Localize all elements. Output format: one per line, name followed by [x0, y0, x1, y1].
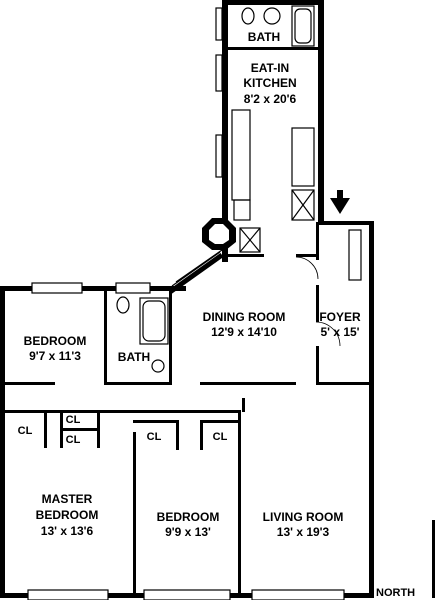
- kitchen-door-post: [316, 222, 319, 260]
- dishwasher: [239, 227, 261, 253]
- foyer-dims: 5' x 15': [320, 325, 359, 339]
- living-closet-top: [200, 420, 241, 423]
- labels: BATH EAT-IN KITCHEN 8'2 x 20'6 BEDROOM 9…: [18, 30, 415, 599]
- kitchen-label: EAT-IN: [251, 61, 289, 75]
- left-bath-fixtures: [116, 296, 169, 373]
- bedroom-living-wall: [238, 412, 241, 595]
- closet-living-label: CL: [213, 431, 228, 443]
- bedroom-closet-top: [133, 420, 179, 423]
- bath-east-wall: [169, 286, 172, 385]
- dining-south-wall-right: [316, 382, 369, 385]
- master-mid-wall: [133, 432, 136, 595]
- foyer-window: [348, 229, 362, 281]
- living-dims: 13' x 19'3: [277, 525, 330, 539]
- foyer-west-wall-top: [316, 285, 319, 322]
- closet-left-east: [44, 410, 47, 448]
- corridor-south-wall: [5, 410, 241, 413]
- left-bath-toilet: [116, 296, 130, 314]
- kitchen-dims: 8'2 x 20'6: [244, 92, 297, 106]
- east-outer-wall: [369, 222, 374, 598]
- left-bath-tub: [139, 297, 169, 345]
- windows: [27, 229, 362, 600]
- bedroom-south-wall: [5, 382, 55, 385]
- bedroom-left-label: BEDROOM: [24, 334, 87, 348]
- master-dims: 13' x 13'6: [41, 524, 94, 538]
- top-bath-toilet: [241, 7, 255, 25]
- kitchen-door-jamb: [296, 254, 318, 257]
- kitchen-sink: [233, 199, 251, 221]
- master-label: MASTER: [42, 492, 93, 506]
- kitchen-bottom-wall: [222, 254, 264, 257]
- closet-left-label: CL: [18, 425, 33, 437]
- closet-bedroom-label: CL: [147, 431, 162, 443]
- kitchen-left-wall: [222, 0, 228, 262]
- bedroom-mid-dims: 9'9 x 13': [165, 525, 211, 539]
- closet-mid-divider: [60, 428, 100, 431]
- bedroom-mid-label: BEDROOM: [157, 510, 220, 524]
- living-closet-west: [200, 420, 203, 450]
- left-wing-top-wall: [0, 286, 186, 291]
- foyer-top-wall: [318, 221, 374, 225]
- dining-south-wall-left: [200, 382, 296, 385]
- closet-mid-bottom-label: CL: [66, 434, 81, 446]
- north-arrow-icon: [432, 520, 435, 598]
- kitchen-stove: [291, 127, 315, 187]
- chimney: [202, 218, 236, 250]
- left-outer-wall: [0, 286, 5, 598]
- top-bath-tub: [291, 5, 315, 47]
- kitchen-top-wall: [222, 0, 324, 5]
- kitchen-fixtures: [215, 7, 315, 253]
- top-bath-sink: [263, 7, 281, 25]
- north-label: NORTH: [376, 587, 415, 599]
- dining-divider-stub: [242, 398, 245, 412]
- bedroom-bath-wall: [104, 286, 107, 382]
- bedroom-closet-east: [176, 420, 179, 450]
- top-bath-fixtures: [241, 5, 315, 47]
- closet-mid-top-label: CL: [66, 414, 81, 426]
- kitchen-fridge: [291, 189, 315, 221]
- entry-arrow-icon: [330, 190, 350, 214]
- bath-floor-wall: [104, 382, 172, 385]
- left-bath-label: BATH: [118, 350, 150, 364]
- master-label-2: BEDROOM: [36, 508, 99, 522]
- angled-window-wall: [168, 249, 224, 295]
- left-bath-sink: [151, 359, 165, 373]
- top-bath-label: BATH: [248, 30, 280, 44]
- living-label: LIVING ROOM: [263, 510, 344, 524]
- bedroom-left-dims: 9'7 x 11'3: [29, 349, 81, 363]
- foyer-west-wall-bottom: [316, 346, 319, 384]
- interior-walls: [5, 47, 369, 595]
- closet-mid-east: [97, 410, 100, 448]
- foyer-label: FOYER: [319, 310, 361, 324]
- kitchen-counter: [231, 109, 251, 201]
- kitchen-right-wall: [318, 0, 324, 222]
- dining-dims: 12'9 x 14'10: [211, 325, 277, 339]
- kitchen-label-2: KITCHEN: [243, 76, 296, 90]
- kitchen-bath-divider: [228, 47, 318, 50]
- dining-label: DINING ROOM: [203, 310, 286, 324]
- door-swings: [295, 256, 341, 347]
